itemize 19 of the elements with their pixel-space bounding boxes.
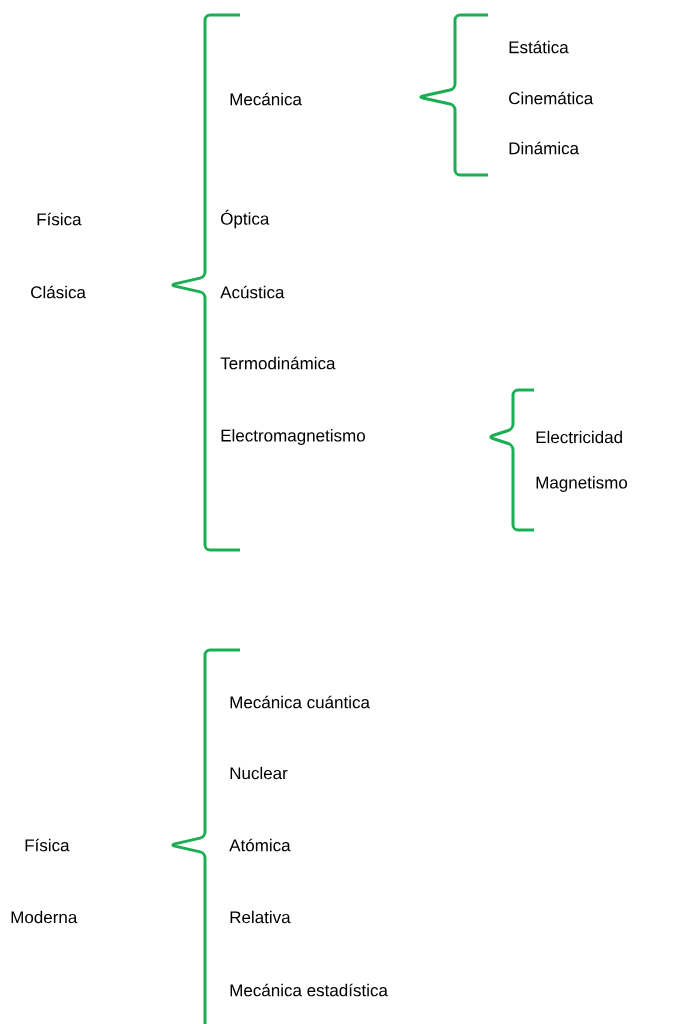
label: Moderna [11,910,78,924]
label: Electricidad [536,430,622,444]
label: Magnetismo [536,476,628,492]
label: Mecánica estadística [230,983,388,997]
label: Electromagnetismo [221,429,365,445]
label: Atómica [229,838,291,852]
label: Nuclear [230,766,288,780]
label: Cinemática [509,91,594,105]
label: Física [25,838,70,852]
label: Termodinámica [220,356,336,370]
label: Estática [509,40,569,54]
label: Óptica [221,209,270,229]
label: Mecánica cuántica [230,695,370,709]
label: Clásica [31,285,86,299]
label: Dinámica [509,141,580,155]
label: Relativa [230,910,291,924]
label: Acústica [220,285,285,299]
label: Mecánica [230,92,302,106]
label: Física [37,212,82,226]
